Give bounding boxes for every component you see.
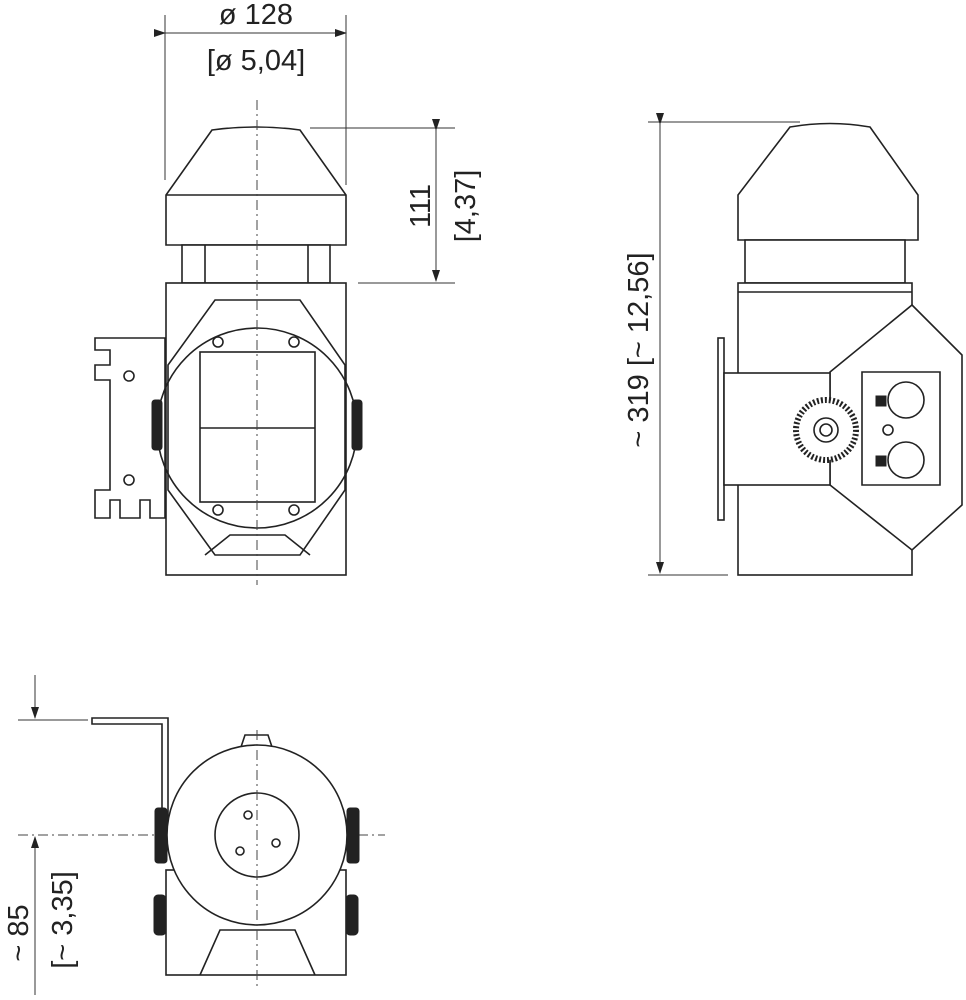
cap-height-mm-label: 111 — [405, 184, 437, 228]
side-view: ~ 319 [~ 12,56] — [623, 113, 963, 576]
depth-mm-label: ~ 85 — [3, 904, 35, 961]
top-view: ~ 85 [~ 3,35] — [3, 675, 385, 995]
depth-in-label: [~ 3,35] — [47, 871, 79, 969]
diameter-mm-label: ø 128 — [219, 0, 293, 31]
front-view: ø 128 [ø 5,04] 111 [4,37] — [94, 0, 482, 585]
cap-height-in-label: [4,37] — [450, 170, 482, 243]
diameter-in-label: [ø 5,04] — [207, 45, 305, 77]
total-height-label: ~ 319 [~ 12,56] — [623, 252, 655, 447]
